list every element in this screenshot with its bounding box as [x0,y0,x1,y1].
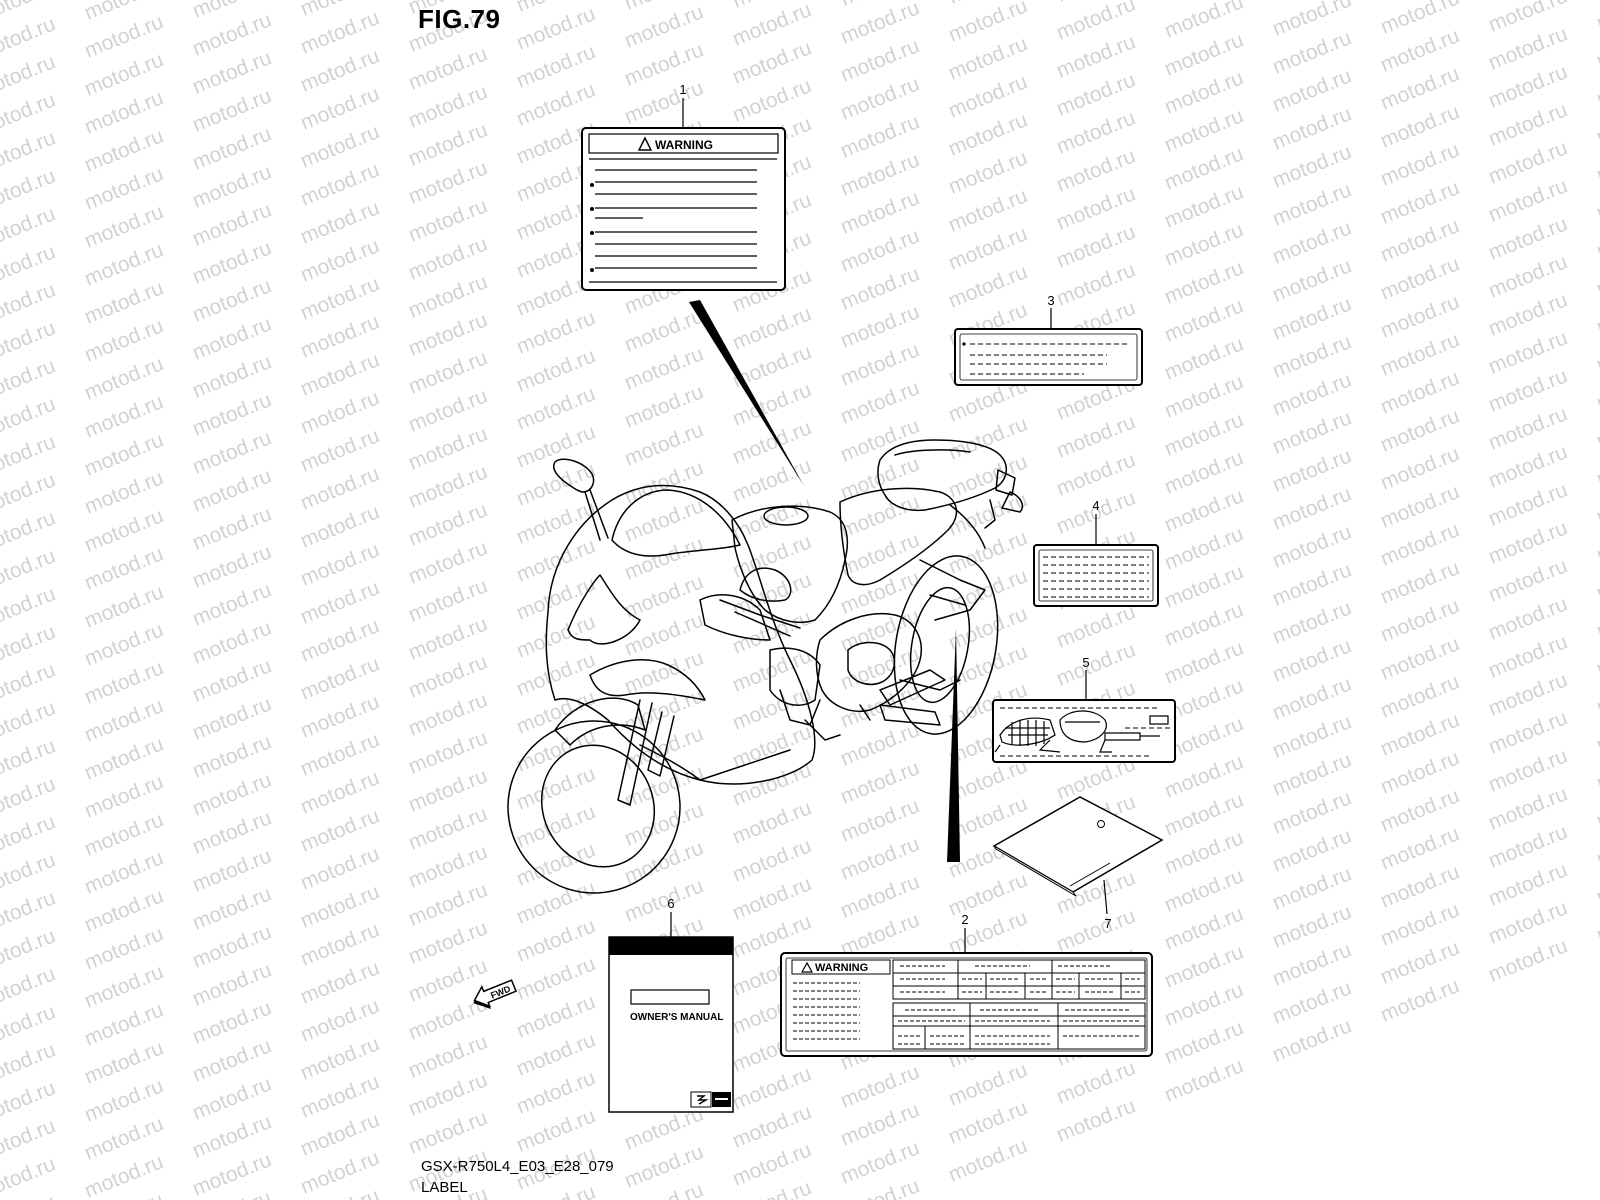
callout-number-6: 6 [667,896,674,911]
callout-number-1: 1 [679,82,686,97]
model-code: GSX-R750L4_E03_E28_079 [421,1158,614,1175]
label-4 [1033,544,1159,607]
item-7-sheet [992,796,1164,897]
callout-number-7: 7 [1104,916,1111,931]
label-2-warning-table: WARNING [780,952,1153,1057]
section-name: LABEL [421,1179,468,1196]
suzuki-logo-icon [697,1095,709,1105]
leader-wedge-label-2 [947,628,960,862]
callout-number-3: 3 [1047,293,1054,308]
warning-triangle-icon [800,961,814,973]
label-2-warning-text: WARNING [815,962,868,974]
motorcycle-outline [507,439,1024,894]
callout-number-4: 4 [1092,498,1099,513]
figure-title: FIG.79 [418,4,501,34]
label-6-owners-manual: OWNER'S MANUAL [608,936,734,1113]
callout-leader-7 [1103,879,1108,915]
callout-number-5: 5 [1082,655,1089,670]
watermark-text: motod.ru [1593,0,1600,35]
label-1-warning: WARNING [581,127,786,291]
warning-triangle-icon [637,136,653,151]
owners-manual-text: OWNER'S MANUAL [630,1012,723,1023]
label-1-warning-text: WARNING [655,138,713,152]
leader-wedge-label-1 [689,300,804,486]
label-5-wiring [992,699,1176,763]
label-3 [954,328,1143,386]
callout-number-2: 2 [961,912,968,927]
